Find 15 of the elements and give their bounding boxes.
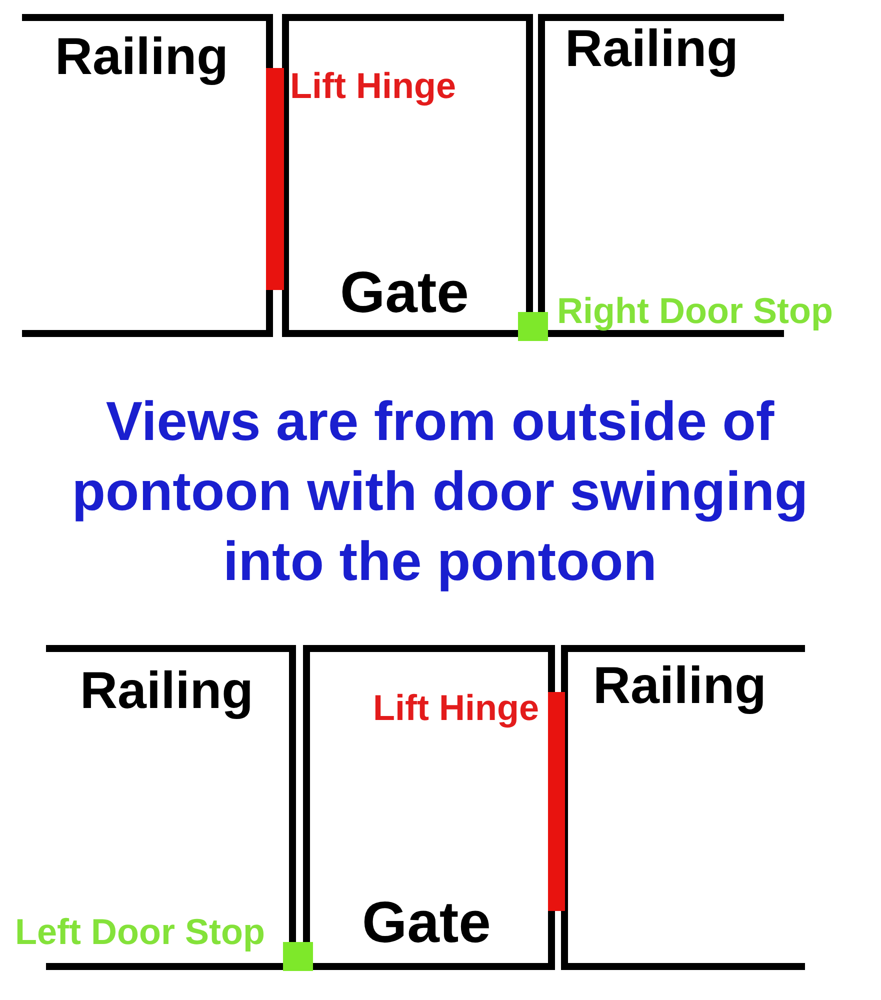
- panel-label: Railing: [55, 31, 228, 83]
- panel-label: Railing: [80, 665, 254, 717]
- gate-panel: [282, 14, 533, 337]
- panel-label: Railing: [593, 660, 766, 712]
- part-label: Lift Hinge: [373, 690, 539, 726]
- panel-label: Gate: [362, 894, 491, 952]
- hinge-bar: [548, 692, 565, 911]
- panel-label: Gate: [340, 264, 469, 322]
- part-label: Right Door Stop: [557, 293, 833, 329]
- note-text: Views are from outside of pontoon with door swinging into the pontoon: [70, 389, 810, 594]
- railing-panel: [561, 645, 805, 970]
- part-label: Left Door Stop: [15, 914, 265, 950]
- hinge-bar: [266, 68, 284, 290]
- part-label: Lift Hinge: [290, 68, 456, 104]
- panel-label: Railing: [565, 23, 738, 75]
